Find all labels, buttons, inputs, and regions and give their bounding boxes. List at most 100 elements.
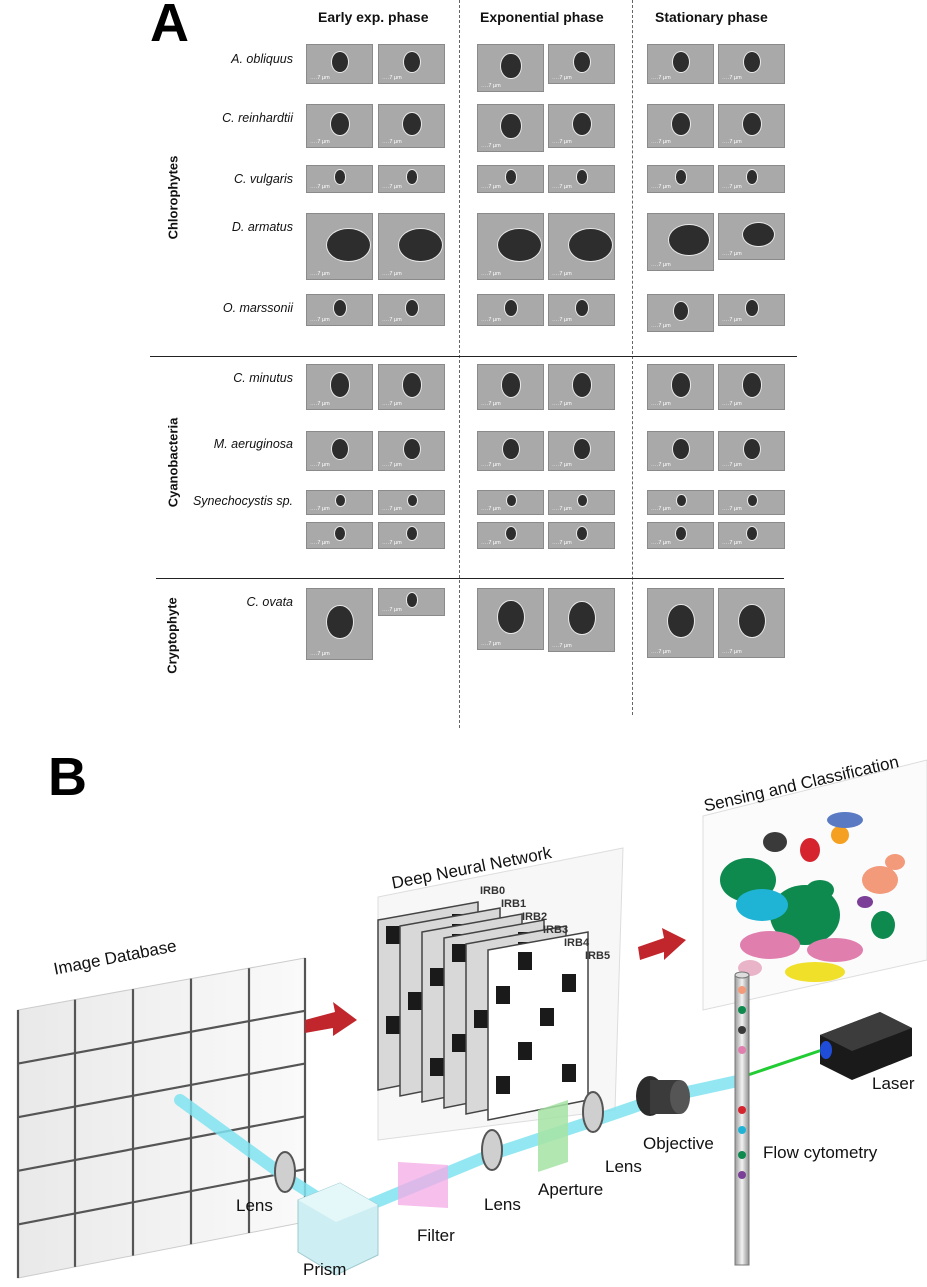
irb-label: IRB1: [501, 898, 527, 910]
cell-specimen: [502, 438, 520, 460]
group-divider: [156, 578, 784, 579]
species-label: O. marssonii: [222, 301, 293, 315]
scale-bar-label: ‥‥7 µm: [552, 506, 572, 512]
cell-specimen: [573, 438, 591, 460]
scale-bar-label: ‥‥7 µm: [481, 83, 501, 89]
scale-bar-label: ‥‥7 µm: [382, 462, 402, 468]
classification-card: [702, 759, 927, 1011]
micrograph-thumbnail: ‥‥7 µm: [647, 588, 714, 658]
micrograph-thumbnail: ‥‥7 µm: [477, 294, 544, 326]
cell-specimen: [742, 111, 762, 137]
cell-specimen: [497, 600, 525, 634]
scale-bar-label: ‥‥7 µm: [310, 271, 330, 277]
scale-bar-label: ‥‥7 µm: [310, 462, 330, 468]
micrograph-thumbnail: ‥‥7 µm: [718, 431, 785, 471]
cell-specimen: [572, 111, 592, 137]
micrograph-thumbnail: ‥‥7 µm: [378, 294, 445, 326]
arrow-right-icon: [638, 928, 686, 960]
micrograph-thumbnail: ‥‥7 µm: [647, 522, 714, 549]
scale-bar-label: ‥‥7 µm: [552, 184, 572, 190]
micrograph-thumbnail: ‥‥7 µm: [647, 165, 714, 193]
cell-specimen: [675, 493, 687, 508]
micrograph-thumbnail: ‥‥7 µm: [378, 364, 445, 410]
scale-bar-label: ‥‥7 µm: [310, 540, 330, 546]
arrow-right-icon: [305, 1002, 357, 1036]
cell-specimen: [331, 51, 349, 73]
cell-specimen: [670, 372, 692, 398]
scale-bar-label: ‥‥7 µm: [651, 462, 671, 468]
aperture-label: Aperture: [538, 1180, 604, 1199]
micrograph-thumbnail: ‥‥7 µm: [306, 294, 373, 326]
cell-specimen: [745, 169, 759, 185]
scale-bar-label: ‥‥7 µm: [382, 401, 402, 407]
cell-specimen: [500, 112, 522, 140]
scale-bar-label: ‥‥7 µm: [310, 651, 330, 657]
micrograph-thumbnail: ‥‥7 µm: [647, 104, 714, 148]
irb-label: IRB4: [564, 937, 590, 949]
scale-bar-label: ‥‥7 µm: [651, 540, 671, 546]
cell-specimen: [331, 438, 349, 460]
micrograph-thumbnail: ‥‥7 µm: [718, 490, 785, 515]
micrograph-thumbnail: ‥‥7 µm: [718, 588, 785, 658]
panel-a-letter: A: [150, 0, 189, 53]
cell-specimen: [500, 372, 522, 398]
cell-specimen: [667, 604, 695, 638]
scale-bar-label: ‥‥7 µm: [722, 462, 742, 468]
scale-bar-label: ‥‥7 µm: [310, 139, 330, 145]
micrograph-thumbnail: ‥‥7 µm: [378, 588, 445, 616]
micrograph-thumbnail: ‥‥7 µm: [306, 213, 373, 280]
irb-label: IRB3: [543, 924, 569, 936]
scale-bar-label: ‥‥7 µm: [310, 401, 330, 407]
micrograph-thumbnail: ‥‥7 µm: [548, 213, 615, 280]
micrograph-thumbnail: ‥‥7 µm: [718, 364, 785, 410]
lens-icon: [582, 1091, 604, 1133]
scale-bar-label: ‥‥7 µm: [552, 75, 572, 81]
phase-header-early: Early exp. phase: [318, 9, 429, 25]
scale-bar-label: ‥‥7 µm: [552, 317, 572, 323]
micrograph-thumbnail: ‥‥7 µm: [378, 431, 445, 471]
micrograph-thumbnail: ‥‥7 µm: [378, 165, 445, 193]
cell-specimen: [402, 111, 422, 137]
column-divider: [632, 0, 633, 715]
cell-specimen: [568, 227, 613, 262]
micrograph-thumbnail: ‥‥7 µm: [548, 364, 615, 410]
scale-bar-label: ‥‥7 µm: [552, 271, 572, 277]
group-divider: [150, 356, 797, 357]
cell-specimen: [744, 299, 760, 317]
micrograph-thumbnail: ‥‥7 µm: [548, 44, 615, 84]
cell-specimen: [574, 299, 590, 317]
lens-icon: [481, 1129, 503, 1171]
species-label: C. ovata: [246, 595, 293, 609]
micrograph-thumbnail: ‥‥7 µm: [306, 588, 373, 660]
cell-specimen: [403, 51, 421, 73]
image-database-board: [16, 957, 307, 1279]
micrograph-thumbnail: ‥‥7 µm: [548, 294, 615, 326]
filter-label: Filter: [417, 1226, 455, 1245]
lens-label: Lens: [484, 1195, 521, 1214]
panel-b-letter: B: [48, 747, 87, 807]
cell-specimen: [672, 438, 690, 460]
laser-device: [820, 1012, 912, 1080]
aperture: [538, 1100, 568, 1172]
scale-bar-label: ‥‥7 µm: [651, 262, 671, 268]
micrograph-thumbnail: ‥‥7 µm: [378, 104, 445, 148]
micrograph-thumbnail: ‥‥7 µm: [647, 431, 714, 471]
scale-bar-label: ‥‥7 µm: [382, 317, 402, 323]
scale-bar-label: ‥‥7 µm: [722, 506, 742, 512]
micrograph-thumbnail: ‥‥7 µm: [477, 522, 544, 549]
cell-specimen: [503, 299, 519, 317]
micrograph-thumbnail: ‥‥7 µm: [477, 490, 544, 515]
micrograph-thumbnail: ‥‥7 µm: [378, 44, 445, 84]
cell-specimen: [401, 372, 423, 398]
scale-bar-label: ‥‥7 µm: [651, 75, 671, 81]
cell-specimen: [573, 51, 591, 73]
micrograph-thumbnail: ‥‥7 µm: [647, 364, 714, 410]
scale-bar-label: ‥‥7 µm: [552, 462, 572, 468]
micrograph-thumbnail: ‥‥7 µm: [378, 213, 445, 280]
scale-bar-label: ‥‥7 µm: [481, 317, 501, 323]
cell-specimen: [675, 526, 687, 541]
cell-specimen: [326, 605, 354, 639]
irb-label: IRB2: [522, 911, 548, 923]
micrograph-thumbnail: ‥‥7 µm: [477, 588, 544, 650]
cell-specimen: [406, 526, 418, 541]
